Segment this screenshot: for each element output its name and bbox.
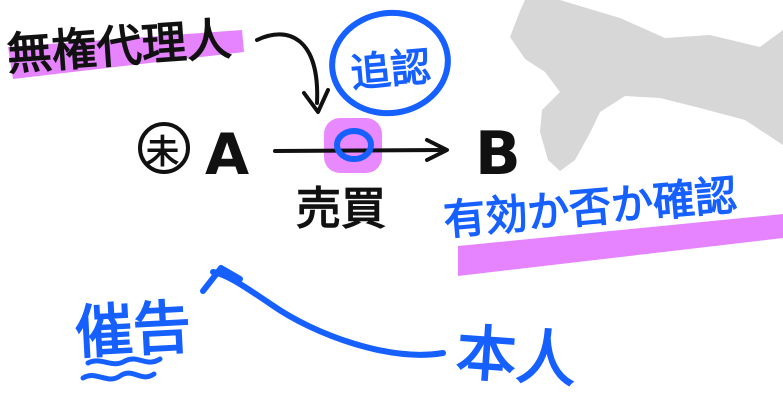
a-b-arrowhead (425, 138, 449, 162)
highlight-sale-circle (324, 118, 382, 173)
notice-arrowhead (200, 265, 243, 294)
sale-blue-circle (334, 128, 374, 162)
background-gray-shape (510, 0, 783, 171)
a-b-transaction-line (273, 148, 444, 153)
notice-arrow (210, 269, 446, 358)
agent-arrow (255, 32, 320, 105)
agent-arrowhead (302, 88, 330, 114)
party-b-label: B (475, 119, 521, 189)
highlight-agent-note (8, 30, 244, 79)
right-bottom-label: 本人 (454, 318, 579, 394)
highlight-right-note (458, 214, 783, 276)
ratification-circle (329, 9, 451, 117)
left-bottom-label: 催告 (73, 293, 192, 367)
bottom-left-wave-2 (85, 356, 163, 367)
party-a-label: A (205, 122, 249, 188)
sale-label: 売買 (296, 182, 386, 235)
circle-note-label: 追認 (349, 44, 433, 97)
bottom-left-wave-1 (80, 370, 157, 382)
unclear-circle (138, 122, 190, 174)
unclear-mark-label: 未 (146, 132, 179, 171)
agent-note-label: 無権代理人 (5, 12, 233, 81)
